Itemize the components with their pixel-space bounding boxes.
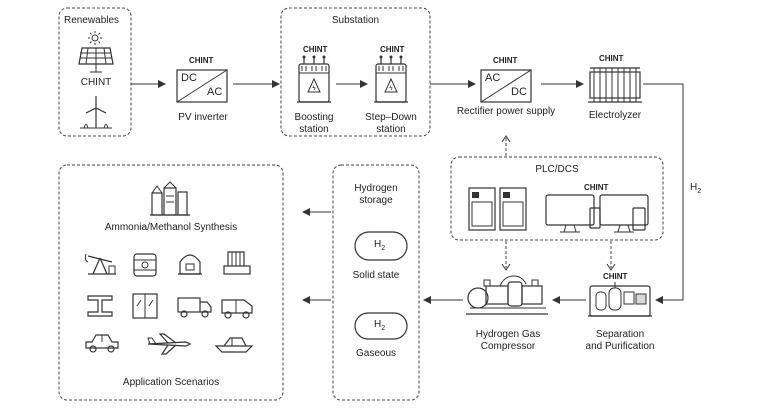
van-icon bbox=[221, 299, 253, 319]
h2-label: H2 bbox=[690, 182, 702, 195]
sun-icon bbox=[88, 31, 102, 45]
electrolyzer-label: Electrolyzer bbox=[588, 110, 642, 121]
renewables-box bbox=[58, 7, 132, 137]
separation-unit-icon bbox=[588, 282, 652, 317]
pv-inverter-brand: CHINT bbox=[189, 56, 214, 65]
rectifier-dc-text: DC bbox=[511, 86, 527, 98]
rectifier-brand: CHINT bbox=[493, 56, 518, 65]
compressor-label-line1: Hydrogen Gas bbox=[475, 329, 541, 340]
oil-pump-icon bbox=[84, 253, 116, 275]
synthesis-label: Ammonia/Methanol Synthesis bbox=[104, 222, 238, 233]
solid-state-tank-icon bbox=[354, 231, 408, 261]
rectifier-ac-text: AC bbox=[485, 72, 501, 84]
substation-title: Substation bbox=[331, 15, 380, 26]
substation-box bbox=[280, 7, 431, 137]
solar-panel-icon bbox=[78, 47, 114, 73]
svg-text:ϟ: ϟ bbox=[312, 86, 316, 92]
applications-box bbox=[58, 164, 284, 401]
gaseous-tank-icon bbox=[354, 312, 408, 340]
separation-label-line2: and Purification bbox=[585, 341, 655, 352]
factory-unit-icon bbox=[223, 251, 251, 275]
plc-box bbox=[450, 156, 664, 241]
plc-title: PLC/DCS bbox=[535, 164, 579, 175]
pv-inverter-label: PV inverter bbox=[178, 112, 228, 123]
gaseous-label: Gaseous bbox=[355, 348, 397, 359]
storage-title-line1: Hydrogen bbox=[354, 183, 398, 194]
compressor-icon bbox=[466, 275, 548, 315]
svg-text:ϟ: ϟ bbox=[389, 86, 393, 92]
electrolyzer-brand: CHINT bbox=[599, 54, 624, 63]
plc-brand: CHINT bbox=[584, 183, 609, 192]
stepdown-brand: CHINT bbox=[380, 45, 405, 54]
solid-tank-label: H2 bbox=[374, 239, 386, 252]
gaseous-tank-label: H2 bbox=[374, 319, 386, 332]
h2-line bbox=[643, 83, 684, 304]
airplane-icon bbox=[147, 333, 192, 355]
boosting-label-line1: Boosting bbox=[294, 112, 334, 123]
storage-title-line2: storage bbox=[359, 195, 393, 206]
ship-icon bbox=[214, 337, 254, 353]
separation-brand: CHINT bbox=[603, 272, 628, 281]
car-icon bbox=[85, 334, 119, 353]
compressor-label-line2: Compressor bbox=[480, 341, 536, 352]
stepdown-label-line1: Step–Down bbox=[365, 112, 417, 123]
storage-box bbox=[332, 164, 420, 401]
renewables-title: Renewables bbox=[64, 15, 120, 26]
stepdown-transformer-icon: ϟ bbox=[374, 55, 408, 103]
rectifier-box bbox=[480, 69, 532, 103]
barrel-icon bbox=[133, 253, 157, 277]
boosting-label-line2: station bbox=[299, 124, 329, 135]
electrolyzer-icon bbox=[588, 67, 642, 103]
renewables-brand: CHINT bbox=[80, 77, 112, 88]
solid-state-label: Solid state bbox=[352, 270, 400, 281]
rectifier-label: Rectifier power supply bbox=[456, 106, 556, 117]
window-frame-icon bbox=[132, 293, 158, 319]
applications-footer: Application Scenarios bbox=[122, 377, 220, 388]
wind-turbine-icon bbox=[80, 96, 112, 129]
truck-icon bbox=[177, 297, 212, 318]
monitor-icon bbox=[545, 194, 649, 233]
furnace-icon bbox=[178, 254, 202, 275]
boosting-brand: CHINT bbox=[303, 45, 328, 54]
stepdown-label-line2: station bbox=[376, 124, 406, 135]
boosting-transformer-icon: ϟ bbox=[297, 55, 331, 103]
separation-label-line1: Separation bbox=[595, 329, 645, 340]
pv-inverter-dc-text: DC bbox=[181, 72, 197, 84]
pv-inverter-ac-text: AC bbox=[207, 86, 223, 98]
plc-cabinet-icon bbox=[468, 187, 527, 231]
synthesis-plant-icon bbox=[150, 181, 190, 216]
steel-beam-icon bbox=[87, 295, 113, 317]
pv-inverter-box bbox=[176, 69, 228, 103]
